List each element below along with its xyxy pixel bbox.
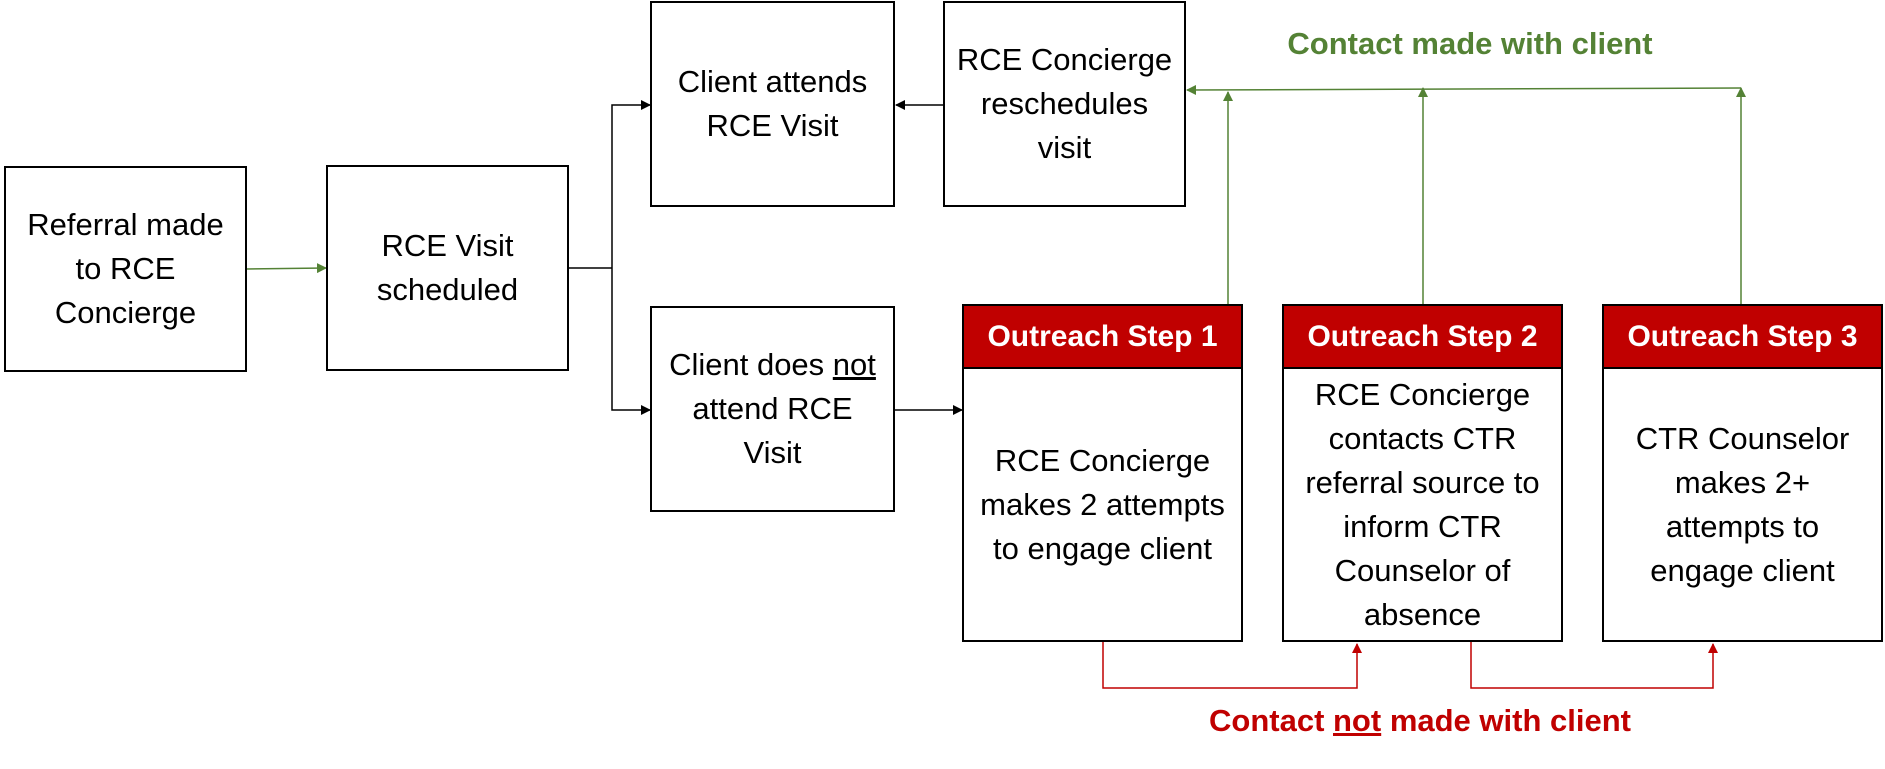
outreach-step-3-body: CTR Counselor makes 2+ attempts to engag…: [1635, 420, 1850, 588]
label-contact-made: Contact made with client: [1287, 26, 1653, 61]
box-referral: Referral made to RCE Concierge: [4, 166, 247, 372]
box-client-not-attend: Client does not attend RCE Visit: [650, 306, 895, 512]
arrow-referral-to-scheduled: [245, 263, 327, 274]
box-visit-scheduled: RCE Visit scheduled: [326, 165, 569, 371]
outreach-step-2-title: Outreach Step 2: [1284, 306, 1561, 369]
outreach-step-2-body: RCE Concierge contacts CTR referral sour…: [1305, 376, 1540, 632]
not-emphasis-red: not: [1333, 703, 1382, 738]
box-referral-text: Referral made to RCE Concierge: [27, 207, 224, 330]
box-reschedules: RCE Concierge reschedules visit: [943, 1, 1186, 207]
outreach-step-1-title: Outreach Step 1: [964, 306, 1241, 369]
outreach-step-1-body: RCE Concierge makes 2 attempts to engage…: [980, 442, 1225, 566]
box-reschedules-text: RCE Concierge reschedules visit: [956, 42, 1173, 165]
box-client-attends-text: Client attends RCE Visit: [677, 64, 868, 143]
green-top-line: [1186, 84, 1742, 95]
arrow-step2-to-step3-not-made: [1470, 642, 1718, 689]
arrow-step1-to-step2-not-made: [1102, 642, 1362, 689]
arrow-split-to-not-attend: [611, 268, 651, 415]
label-contact-not-made: Contact not made with client: [1209, 703, 1631, 738]
arrow-split-to-attends: [611, 100, 651, 268]
box-visit-scheduled-text: RCE Visit scheduled: [376, 228, 519, 307]
box-client-not-attend-text: Client does not attend RCE Visit: [669, 347, 876, 470]
outreach-step-3-title: Outreach Step 3: [1604, 306, 1881, 369]
outreach-step-2: Outreach Step 2 RCE Concierge contacts C…: [1282, 304, 1563, 642]
outreach-step-1: Outreach Step 1 RCE Concierge makes 2 at…: [962, 304, 1243, 642]
box-client-attends: Client attends RCE Visit: [650, 1, 895, 207]
not-emphasis: not: [832, 347, 876, 382]
outreach-step-3: Outreach Step 3 CTR Counselor makes 2+ a…: [1602, 304, 1883, 642]
